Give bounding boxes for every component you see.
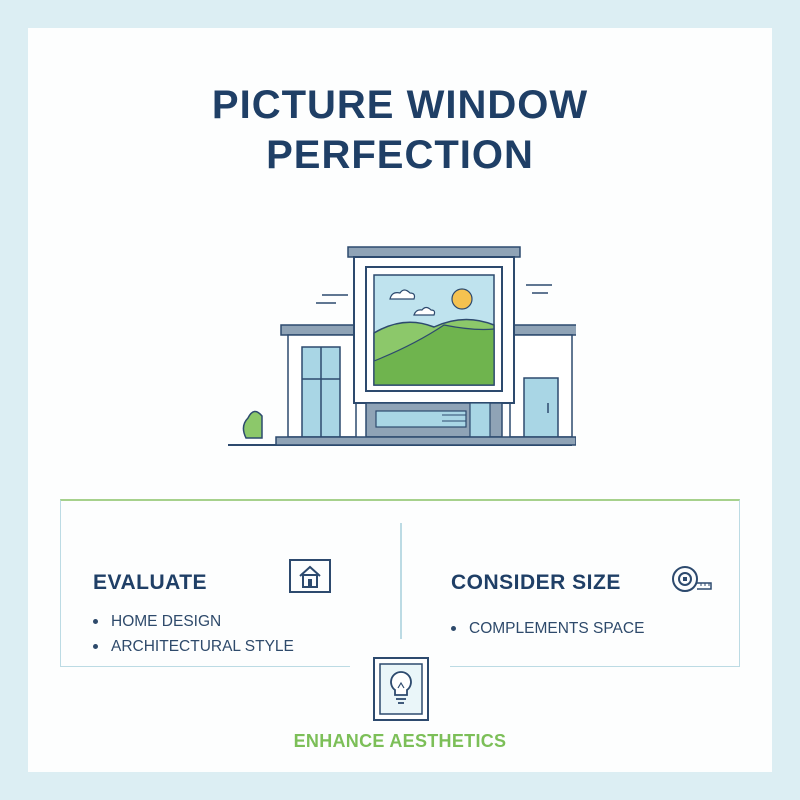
house-picture-window-illustration [228,246,576,446]
title-line-2: PERFECTION [266,133,534,177]
lightbulb-icon [373,657,429,721]
evaluate-list: HOME DESIGN ARCHITECTURAL STYLE [93,609,294,659]
tape-measure-icon [672,566,712,592]
house-frame-icon [289,559,331,593]
consider-size-heading: CONSIDER SIZE [451,571,621,594]
consider-size-list: COMPLEMENTS SPACE [451,616,644,641]
title-line-1: PICTURE WINDOW [211,83,589,127]
column-divider [400,523,402,639]
list-item: ARCHITECTURAL STYLE [93,634,294,659]
infographic-card: PICTURE WINDOW PERFECTION [28,28,772,772]
evaluate-heading: EVALUATE [93,571,208,594]
list-item: COMPLEMENTS SPACE [451,616,644,641]
page-title: PICTURE WINDOW PERFECTION [28,80,772,180]
list-item: HOME DESIGN [93,609,294,634]
enhance-aesthetics-label: ENHANCE AESTHETICS [293,731,507,751]
info-panel: EVALUATE HOME DESIGN ARCHITECTURAL STYLE… [60,499,740,667]
